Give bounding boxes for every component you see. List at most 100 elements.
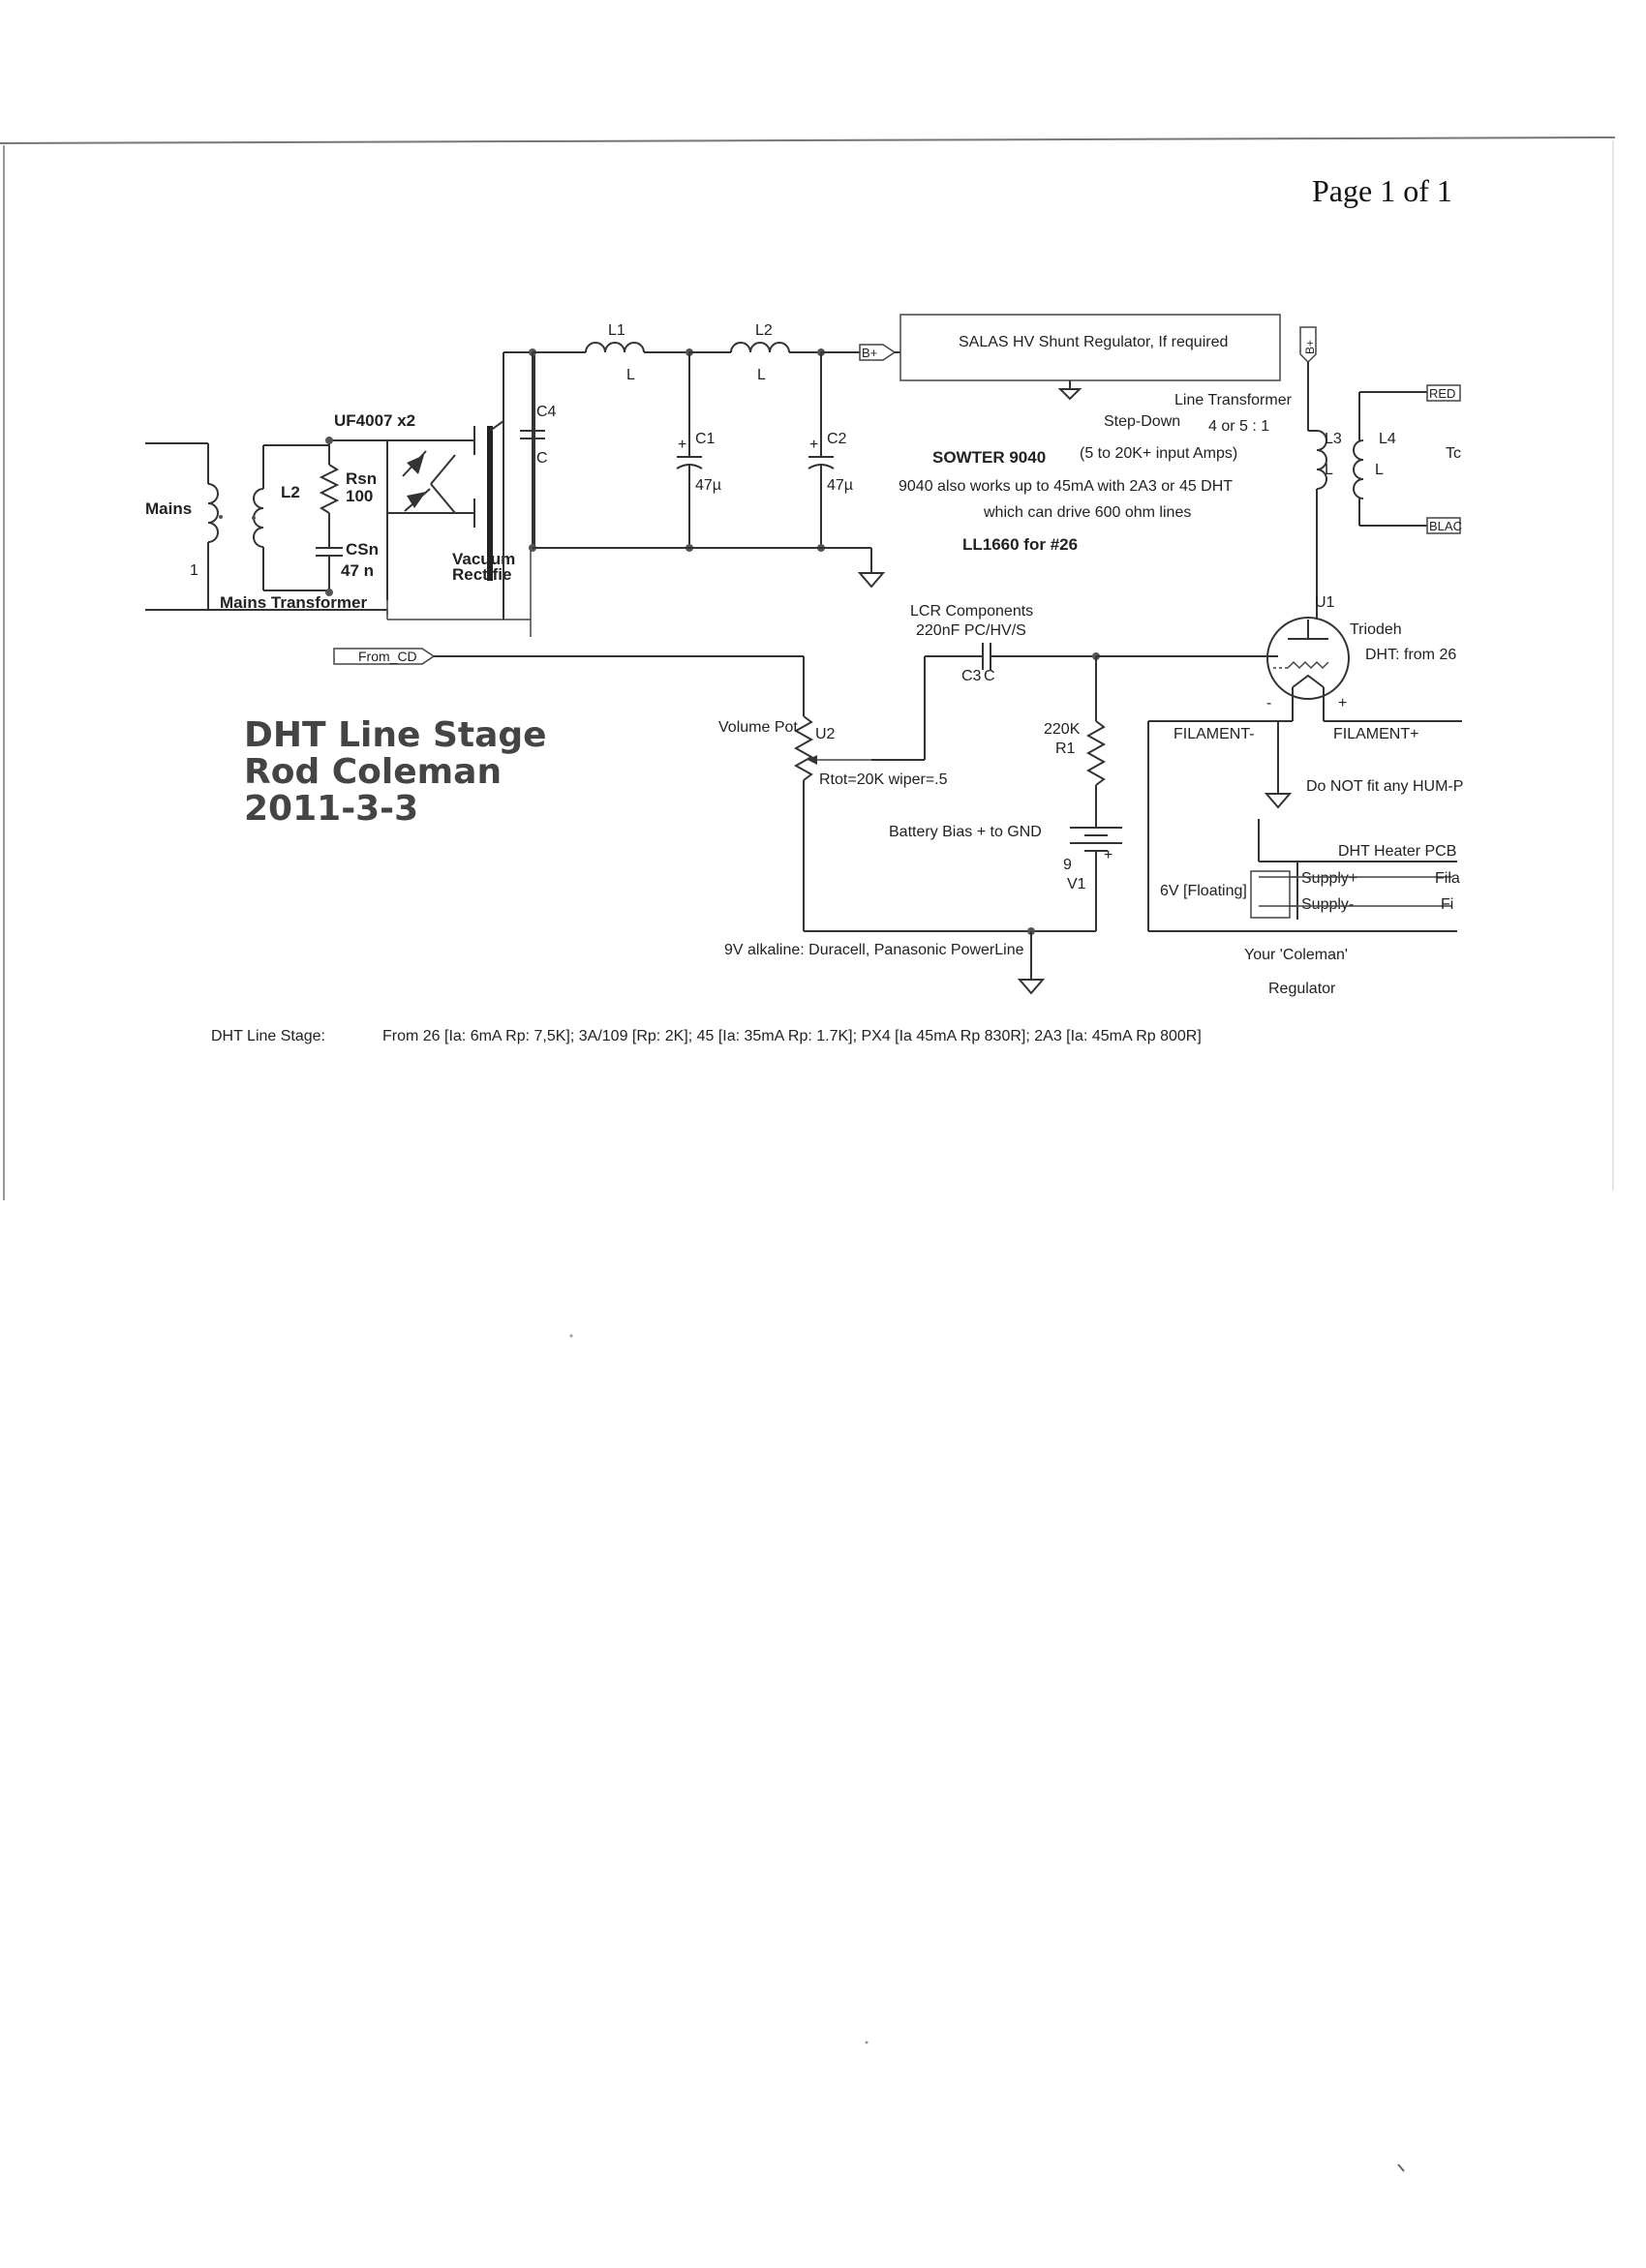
lcr-label: LCR Components [910,603,1033,620]
u1-label: U1 [1315,594,1335,611]
fi-label: Fi [1441,896,1453,913]
rsn-label: Rsn [346,469,377,488]
from-cd-label: From_CD [358,649,417,664]
red-terminal: RED [1429,386,1455,401]
r1-value: 220K [1044,721,1081,738]
salas-label: SALAS HV Shunt Regulator, If required [959,334,1228,350]
fila-label: Fila [1435,870,1460,887]
bplus-vertical-label: B+ [1303,340,1317,354]
filament-plus-sign: + [1338,695,1347,711]
c4-label: C4 [536,404,557,420]
scan-speck [865,2041,869,2044]
ll1660-label: LL1660 for #26 [962,535,1078,554]
supply-minus-label: Supply- [1301,896,1354,913]
psu-filter: C4 C L1 L L2 L + C1 47µ + C2 47µ [503,322,886,620]
mains-one-label: 1 [190,562,198,579]
dht-heater-pcb: DHT Heater PCB Supply+ Supply- Fila Fi 6… [1160,819,1460,997]
u2-label: U2 [815,726,836,742]
mains-transformer: Mains 1 L2 Mains Transformer [145,442,388,615]
rectifier-diodes: Vacuum Rectifie [386,420,532,637]
c2-plus: + [809,437,818,453]
c1-label: C1 [695,431,716,447]
title-line-3: 2011-3-3 [244,789,418,829]
mains-label: Mains [145,499,192,518]
csn-label: CSn [346,540,379,559]
signal-ground: 9V alkaline: Duracell, Panasonic PowerLi… [724,927,1096,995]
your-coleman-label: Your 'Coleman' [1244,947,1348,963]
c4-type: C [536,450,548,467]
v1-nine: 9 [1063,857,1072,873]
v1-label: V1 [1067,876,1086,892]
r1-label: R1 [1055,741,1076,757]
rtot-label: Rtot=20K wiper=.5 [819,771,948,788]
mains-transformer-label: Mains Transformer [220,593,367,612]
l1-type: L [626,367,635,383]
salas-regulator: SALAS HV Shunt Regulator, If required [895,314,1281,401]
c1-plus: + [678,437,686,453]
c2-label: C2 [827,431,847,447]
to-label: Tc [1446,445,1461,462]
sowter-note-2: which can drive 600 ohm lines [983,504,1191,521]
l2-left-label: L2 [281,483,300,501]
l4-label: L4 [1379,431,1396,447]
bplus-vertical-flag: B+ [1299,326,1317,431]
l2-type: L [757,367,766,383]
page-top-edge [0,136,1616,144]
scan-mark [1397,2163,1405,2172]
supply-plus-label: Supply+ [1301,870,1357,887]
c3-label: C3 [961,668,982,684]
l4-type: L [1375,462,1384,478]
footer-text: From 26 [Ia: 6mA Rp: 7,5K]; 3A/109 [Rp: … [382,1028,1202,1044]
filament-minus-sign: - [1266,695,1271,711]
uf4007-label: UF4007 x2 [334,411,415,430]
title-line-1: DHT Line Stage [244,715,547,755]
scan-speck [569,1334,573,1338]
rsn-value: 100 [346,487,373,505]
c2-value: 47µ [827,477,853,494]
sowter-note-1: 9040 also works up to 45mA with 2A3 or 4… [899,478,1233,495]
filament-wiring: FILAMENT- FILAMENT+ Do NOT fit any HUM-P [1147,720,1463,932]
regulator-label: Regulator [1268,981,1336,997]
volume-pot: Volume Pot U2 Rtot=20K wiper=.5 [718,715,1031,932]
line-transformer-label: Line Transformer [1174,392,1293,408]
sowter-label: SOWTER 9040 [932,448,1046,467]
step-down-label: Step-Down [1104,413,1180,430]
heater-pcb-label: DHT Heater PCB [1338,843,1456,860]
snubber-network: UF4007 x2 Rsn 100 CSn 47 n [316,411,415,596]
c1-value: 47µ [695,477,721,494]
from-cd-input: From_CD [333,648,805,716]
rectifier-label: Rectifie [452,565,511,584]
volume-pot-label: Volume Pot [718,719,798,736]
hum-note: Do NOT fit any HUM-P [1306,778,1463,795]
bplus-flag-label: B+ [862,346,877,360]
black-terminal: BLAC [1429,519,1462,533]
ratio-label: 4 or 5 : 1 [1208,418,1269,435]
c3-type: C [984,668,995,684]
cap-type-label: 220nF PC/HV/S [916,622,1026,639]
bias-battery-v1: Battery Bias + to GND 9 + V1 [889,823,1122,931]
battery-note: 9V alkaline: Duracell, Panasonic PowerLi… [724,942,1024,958]
battery-bias-label: Battery Bias + to GND [889,824,1042,840]
bplus-flag: B+ [821,344,897,361]
output-transformer: L3 L L4 L RED BLAC Tc [1308,384,1462,620]
page-number: Page 1 of 1 [1312,173,1452,208]
filament-plus-label: FILAMENT+ [1333,726,1418,742]
l2-label: L2 [755,322,773,339]
v1-plus: + [1104,847,1113,863]
footer-label: DHT Line Stage: [211,1028,325,1044]
dht-from-label: DHT: from 26 [1365,647,1456,663]
vacuum-label: Vacuum [452,550,515,568]
l3-label: L3 [1325,431,1342,447]
sowter-amps: (5 to 20K+ input Amps) [1080,445,1237,462]
csn-value: 47 n [341,561,374,580]
floating-supply-label: 6V [Floating] [1160,883,1247,899]
grid-resistor-r1: 220K R1 [1044,656,1107,823]
triode-label: Triodeh [1350,621,1402,638]
l3-type: L [1325,462,1333,478]
filament-minus-label: FILAMENT- [1174,726,1255,742]
title-line-2: Rod Coleman [244,752,502,792]
l1-label: L1 [608,322,625,339]
triode-u1: U1 Triodeh DHT: from 26 - + [1266,594,1456,721]
